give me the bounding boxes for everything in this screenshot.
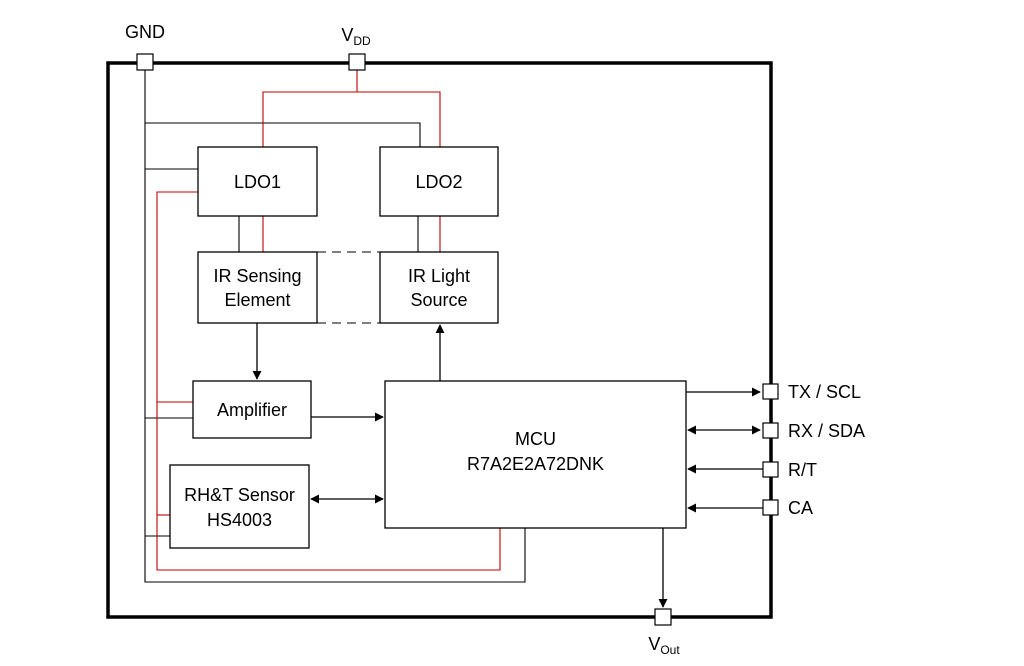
rht-sensor-block: RH&T Sensor HS4003 (169, 464, 310, 549)
gnd-label: GND (125, 22, 165, 42)
ir-light-block: IR Light Source (379, 251, 499, 324)
rht-label-line2: HS4003 (207, 510, 272, 530)
ground-wires (144, 63, 526, 583)
mcu-block: MCU R7A2E2A72DNK (384, 380, 687, 529)
signal-arrows (252, 323, 763, 608)
ldo2-block: LDO2 (379, 146, 499, 217)
amplifier-block: Amplifier (192, 380, 312, 439)
ir-sensing-label-line1: IR Sensing (213, 266, 301, 286)
vdd-label: VDD (341, 25, 371, 48)
chip-outline (106, 61, 773, 619)
gnd-pin (136, 53, 154, 71)
vdd-pin (348, 53, 366, 71)
amplifier-label: Amplifier (217, 400, 287, 420)
ir-light-label-line1: IR Light (408, 266, 470, 286)
vout-pin (654, 608, 672, 626)
ldo1-block: LDO1 (197, 146, 318, 217)
rht-label-line1: RH&T Sensor (184, 485, 295, 505)
mcu-label-line1: MCU (515, 429, 556, 449)
tx-label: TX / SCL (788, 382, 861, 402)
ir-sensing-block: IR Sensing Element (197, 251, 318, 324)
rt-pin (762, 461, 779, 478)
rx-pin (762, 422, 779, 439)
rt-label: R/T (788, 460, 817, 480)
ca-pin (762, 499, 779, 516)
ca-label: CA (788, 498, 813, 518)
supply-wires (156, 63, 501, 571)
ldo1-label: LDO1 (234, 172, 281, 192)
ir-sensing-label-line2: Element (224, 290, 290, 310)
ir-light-label-line2: Source (410, 290, 467, 310)
tx-pin (762, 383, 779, 400)
ldo2-label: LDO2 (415, 172, 462, 192)
vout-label: VOut (648, 634, 680, 657)
rx-label: RX / SDA (788, 421, 865, 441)
mcu-label-line2: R7A2E2A72DNK (467, 454, 604, 474)
